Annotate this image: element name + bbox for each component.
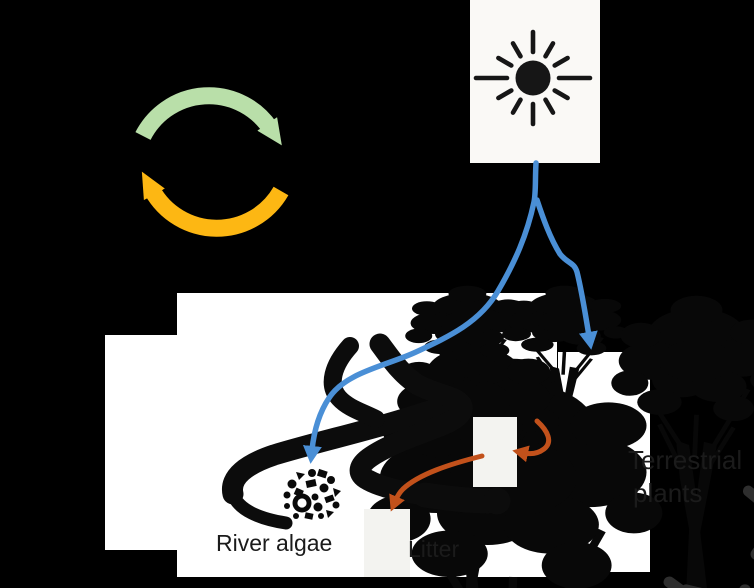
river-left-bend [222,393,472,505]
river-main-course [349,333,501,512]
algae-cluster [283,468,341,520]
river-end-pool [483,487,511,515]
sprig-background-lower [364,509,410,577]
litter-label: Litter [408,536,460,562]
sun-core [515,60,551,96]
sunlight-to-river-algae-arrow [302,160,539,464]
litter-to-river-arrow [389,453,485,512]
winding-river [222,333,511,530]
terrestrial-plants-label-line2: plants [633,478,703,508]
sunlight-arrows [302,160,598,464]
litter-arrows [389,418,552,512]
plants-to-litter-arrow [512,418,552,463]
river-algae-label: River algae [216,530,333,556]
terrestrial-plants-label-line1: Terrestrial [628,445,743,475]
sprig-background-upper [473,417,517,487]
river-fork-left [323,337,385,428]
cycle-arrow-bottom [141,171,289,237]
sunlight-to-terrestrial-plants-arrow [534,197,598,350]
circular-arrows-icon [135,87,289,237]
litter-sprigs [364,417,754,588]
sun-icon [473,29,593,127]
cycle-arrow-top [135,87,282,146]
